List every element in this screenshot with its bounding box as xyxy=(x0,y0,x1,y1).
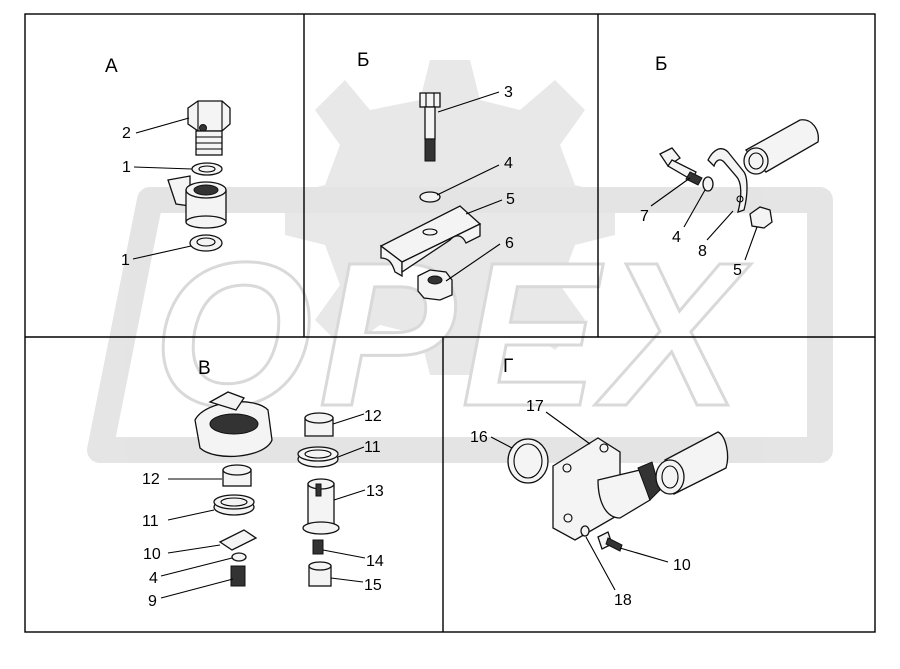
diagram-frame xyxy=(24,13,876,633)
callout-v-15: 15 xyxy=(364,577,382,594)
bearing-housing xyxy=(194,391,273,458)
callout-g-10: 10 xyxy=(673,557,691,574)
clamp-bracket xyxy=(379,205,482,278)
callout-b2-4: 4 xyxy=(672,229,681,246)
banjo-fitting xyxy=(167,175,227,229)
pipe-bracket xyxy=(707,148,748,213)
short-bolt xyxy=(659,147,703,186)
long-bolt xyxy=(419,92,441,162)
section-a-parts: 2 1 1 xyxy=(121,100,231,269)
callout-v-11-right: 11 xyxy=(364,439,381,456)
section-label-a: А xyxy=(105,56,118,77)
section-label-v: В xyxy=(198,358,211,379)
callout-a-1-bottom: 1 xyxy=(121,252,130,269)
section-v-parts: 12 11 13 14 15 12 11 10 4 9 xyxy=(142,391,384,610)
callout-v-10: 10 xyxy=(143,546,161,563)
callout-g-17: 17 xyxy=(526,398,544,415)
bolt-g xyxy=(597,531,623,552)
callout-v-12-right: 12 xyxy=(364,408,382,425)
section-b1-parts: 3 4 5 6 xyxy=(379,84,515,301)
o-ring xyxy=(507,438,549,484)
callout-v-4: 4 xyxy=(149,570,158,587)
section-g-parts: 16 17 10 18 xyxy=(470,398,729,609)
section-b2-parts: 7 4 8 5 xyxy=(640,119,819,279)
section-label-b2: Б xyxy=(655,54,667,75)
pipe-section xyxy=(743,119,819,175)
hex-bolt-v xyxy=(230,565,246,587)
sealing-washer-top xyxy=(191,162,223,176)
watermark-ring xyxy=(87,187,833,463)
callout-b2-7: 7 xyxy=(640,208,649,225)
callout-v-12-left: 12 xyxy=(142,471,160,488)
callout-v-14: 14 xyxy=(366,553,384,570)
washer-g xyxy=(580,525,590,537)
hex-nut xyxy=(417,269,453,301)
spring-washer xyxy=(419,191,441,203)
lock-plate xyxy=(218,529,258,551)
section-label-b1: Б xyxy=(357,50,369,71)
callout-b1-4: 4 xyxy=(504,155,513,172)
washer-v xyxy=(231,552,247,562)
watermark-logo: OPEX xyxy=(87,60,833,463)
lock-washer xyxy=(702,176,714,192)
pipe-g xyxy=(655,431,729,495)
banjo-bolt xyxy=(187,100,231,156)
callout-b2-8: 8 xyxy=(698,243,707,260)
callout-g-16: 16 xyxy=(470,429,488,446)
callout-g-18: 18 xyxy=(614,592,632,609)
callout-a-1-top: 1 xyxy=(122,159,131,176)
callout-v-9: 9 xyxy=(148,593,157,610)
callout-v-11-left: 11 xyxy=(142,513,159,530)
callout-b2-5: 5 xyxy=(733,262,742,279)
sealing-washer-bottom xyxy=(189,234,223,252)
flange-nut xyxy=(749,206,773,229)
callout-b1-3: 3 xyxy=(504,84,513,101)
callout-b1-5: 5 xyxy=(506,191,515,208)
callout-v-13: 13 xyxy=(366,483,384,500)
callout-a-2: 2 xyxy=(122,125,131,142)
section-label-g: Г xyxy=(503,356,513,377)
flange-elbow xyxy=(552,437,661,541)
small-screw xyxy=(312,539,324,555)
callout-b1-6: 6 xyxy=(505,235,514,252)
pin-shaft xyxy=(302,478,340,535)
